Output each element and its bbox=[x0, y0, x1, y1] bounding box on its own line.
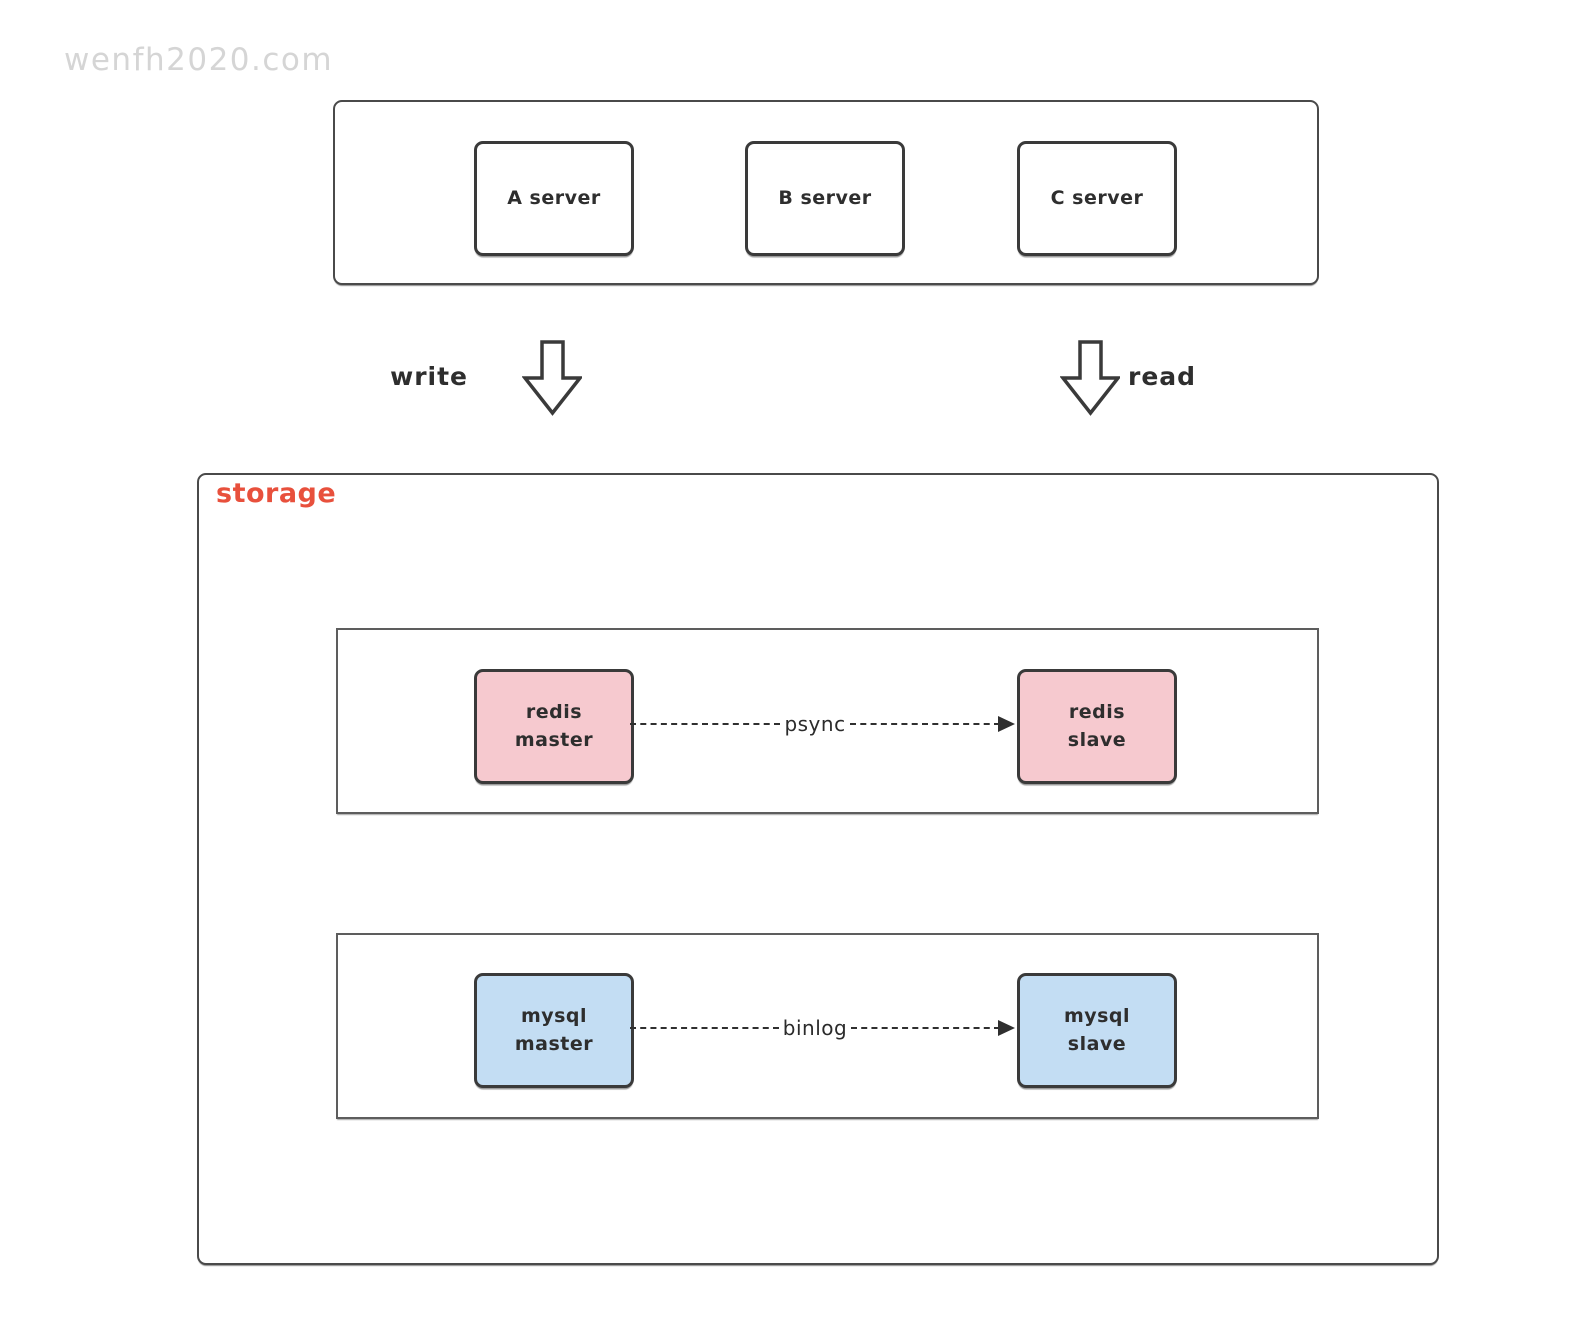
server-c-label: C server bbox=[1050, 186, 1144, 209]
storage-label: storage bbox=[216, 478, 337, 509]
binlog-link-label: binlog bbox=[782, 1016, 848, 1040]
binlog-link: binlog bbox=[630, 1015, 1016, 1041]
read-label: read bbox=[1128, 362, 1197, 391]
mysql-slave-node: mysql slave bbox=[1017, 973, 1177, 1088]
down-arrow-read-icon bbox=[1060, 340, 1120, 416]
psync-dashed-line-left bbox=[630, 723, 781, 725]
mysql-slave-label-line1: mysql bbox=[1063, 1004, 1131, 1027]
server-b-node: B server bbox=[745, 141, 905, 256]
storage-panel bbox=[197, 473, 1439, 1265]
redis-slave-node: redis slave bbox=[1017, 669, 1177, 784]
mysql-master-label-line1: mysql bbox=[520, 1004, 588, 1027]
binlog-dashed-line-left bbox=[630, 1027, 779, 1029]
psync-link-label: psync bbox=[784, 712, 846, 736]
write-label: write bbox=[390, 362, 468, 391]
redis-slave-label-line1: redis bbox=[1068, 700, 1126, 723]
redis-master-label-line1: redis bbox=[525, 700, 583, 723]
binlog-dashed-line-right bbox=[851, 1027, 1001, 1029]
server-a-label: A server bbox=[507, 186, 601, 209]
redis-slave-label-line2: slave bbox=[1067, 728, 1127, 751]
down-arrow-write-icon bbox=[522, 340, 582, 416]
redis-master-label-line2: master bbox=[514, 728, 594, 751]
binlog-arrowhead-icon bbox=[998, 1020, 1016, 1036]
mysql-slave-label-line2: slave bbox=[1067, 1032, 1127, 1055]
mysql-master-node: mysql master bbox=[474, 973, 634, 1088]
psync-link: psync bbox=[630, 711, 1015, 737]
server-b-label: B server bbox=[778, 186, 872, 209]
server-a-node: A server bbox=[474, 141, 634, 256]
psync-arrowhead-icon bbox=[998, 716, 1015, 732]
watermark: wenfh2020.com bbox=[64, 42, 334, 78]
redis-master-node: redis master bbox=[474, 669, 634, 784]
server-c-node: C server bbox=[1017, 141, 1177, 256]
mysql-master-label-line2: master bbox=[514, 1032, 594, 1055]
psync-dashed-line-right bbox=[849, 723, 1000, 725]
